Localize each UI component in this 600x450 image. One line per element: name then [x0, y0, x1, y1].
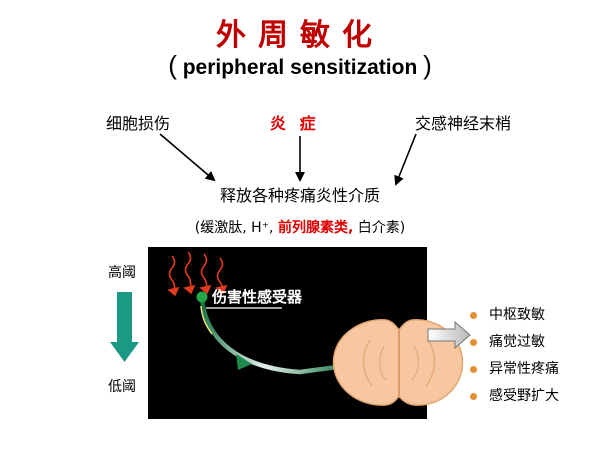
subtitle-open-paren: ( — [168, 50, 177, 80]
fiber-highlight — [200, 305, 213, 335]
nerve-direction-arrow — [236, 354, 252, 370]
mediator-list: (缓激肽, H⁺, 前列腺素类, 白介素) — [0, 217, 600, 237]
page-title: 外周敏化 — [216, 18, 384, 53]
nerve-fiber — [199, 297, 346, 375]
cause-cell-injury: 细胞损伤 — [106, 114, 171, 133]
bullet-icon — [470, 393, 477, 400]
arrow-cell-injury — [159, 133, 216, 182]
result-label: 痛觉过敏 — [489, 334, 545, 350]
result-item-central-sensitization: 中枢致敏 — [470, 302, 559, 329]
mediator-release: 释放各种疼痛炎性介质 — [219, 186, 380, 205]
threshold-high-label: 高阈 — [108, 265, 136, 281]
result-item-allodynia: 异常性疼痛 — [470, 356, 559, 383]
subtitle-close-paren: ) — [423, 50, 432, 80]
threshold-low-label: 低阈 — [108, 379, 136, 395]
mediator-prostaglandin: 前列腺素类, — [277, 220, 354, 236]
nociceptor-node — [196, 291, 208, 303]
result-item-receptive-field: 感受野扩大 — [470, 383, 559, 410]
threshold-down-arrow — [110, 292, 139, 362]
subtitle-text: peripheral sensitization — [182, 56, 418, 79]
result-label: 异常性疼痛 — [489, 361, 559, 377]
bullet-icon — [470, 312, 477, 319]
result-list: 中枢致敏 痛觉过敏 异常性疼痛 感受野扩大 — [470, 302, 559, 410]
mediator-h-plus: H⁺, — [251, 220, 274, 236]
result-label: 感受野扩大 — [489, 388, 559, 404]
page-subtitle: ( peripheral sensitization ) — [0, 50, 600, 81]
result-item-hyperalgesia: 痛觉过敏 — [470, 329, 559, 356]
bullet-icon — [470, 366, 477, 373]
mediator-bradykinin: (缓激肽, — [194, 220, 247, 236]
mediator-interleukin: 白介素) — [357, 220, 406, 236]
result-label: 中枢致敏 — [489, 307, 545, 323]
bullet-icon — [470, 339, 477, 346]
cause-sympathetic-terminal: 交感神经末梢 — [415, 114, 512, 133]
stimulus-arrows-icon — [167, 251, 228, 297]
nociceptor-label: 伤害性感受器 — [212, 288, 303, 306]
output-arrow — [427, 320, 471, 350]
cause-inflammation: 炎 症 — [270, 114, 320, 133]
arrow-sympathetic — [394, 133, 417, 186]
